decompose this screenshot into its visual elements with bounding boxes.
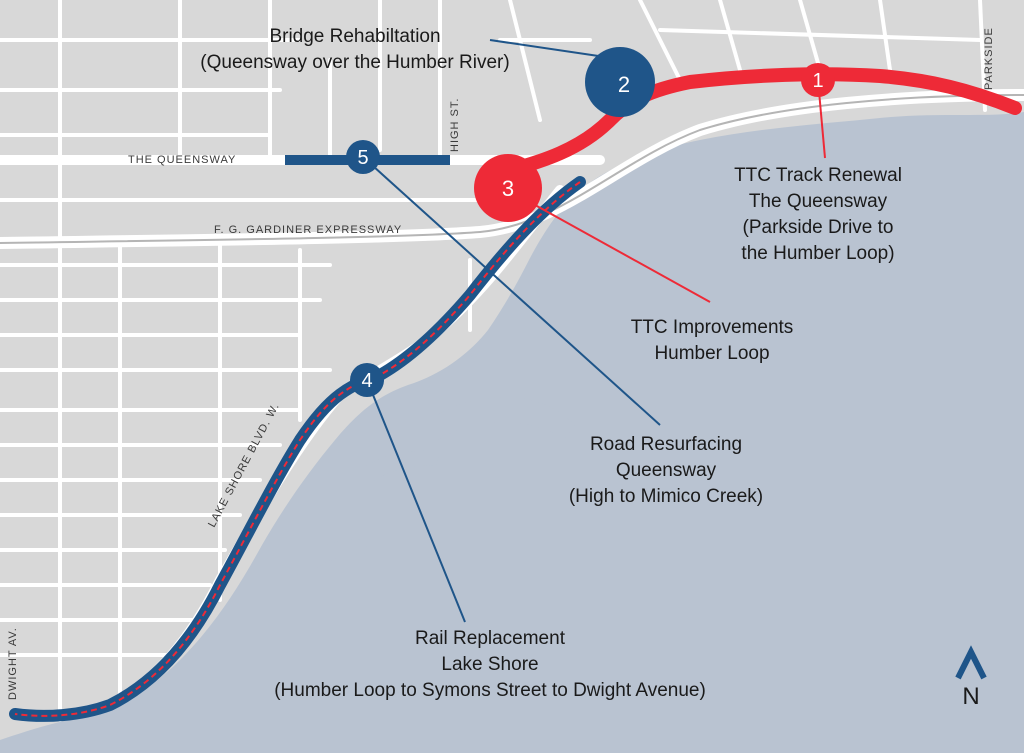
svg-text:4: 4 <box>361 370 372 392</box>
svg-text:TTC Improvements: TTC Improvements <box>631 317 794 338</box>
svg-text:(Parkside Drive to: (Parkside Drive to <box>743 217 894 238</box>
svg-text:Rail Replacement: Rail Replacement <box>415 628 566 649</box>
inlet-water <box>360 450 440 482</box>
street-label-parkside: PARKSIDE <box>983 27 995 90</box>
north-arrow-icon: N <box>955 645 987 710</box>
humber-river <box>522 200 580 306</box>
label-project-4: Rail Replacement Lake Shore (Humber Loop… <box>274 628 706 701</box>
label-project-1: TTC Track Renewal The Queensway (Parksid… <box>734 165 902 264</box>
leader-project-5 <box>362 156 661 426</box>
svg-text:(Queensway over the Humber Riv: (Queensway over the Humber River) <box>200 52 509 73</box>
svg-text:The Queensway: The Queensway <box>749 191 888 212</box>
street-label-dwight: DWIGHT AV. <box>7 627 19 700</box>
svg-text:TTC Track Renewal: TTC Track Renewal <box>734 165 902 186</box>
svg-text:Road Resurfacing: Road Resurfacing <box>590 434 742 455</box>
marker-project-1[interactable]: 1 <box>801 63 835 97</box>
svg-text:(Humber Loop to Symons Street: (Humber Loop to Symons Street to Dwight … <box>274 680 706 701</box>
street-label-high-st: HIGH ST. <box>449 98 461 152</box>
svg-text:5: 5 <box>357 147 368 169</box>
marina-water <box>430 397 575 440</box>
marker-project-5[interactable]: 5 <box>346 140 380 174</box>
svg-text:Bridge Rehabiltation: Bridge Rehabiltation <box>269 26 440 47</box>
leader-project-2 <box>489 39 613 59</box>
svg-text:1: 1 <box>812 70 823 92</box>
svg-text:Lake Shore: Lake Shore <box>441 654 538 675</box>
label-project-5: Road Resurfacing Queensway (High to Mimi… <box>569 434 763 507</box>
street-label-queensway: THE QUEENSWAY <box>128 154 236 166</box>
svg-text:Humber Loop: Humber Loop <box>654 343 769 364</box>
label-project-3: TTC Improvements Humber Loop <box>631 317 794 364</box>
svg-text:2: 2 <box>618 72 630 97</box>
street-grid <box>0 0 987 722</box>
leader-project-4 <box>366 379 466 623</box>
street-label-gardiner: F. G. GARDINER EXPRESSWAY <box>214 224 402 236</box>
leader-lines <box>362 39 826 623</box>
svg-text:(High to Mimico Creek): (High to Mimico Creek) <box>569 486 763 507</box>
project-1-route <box>503 67 1022 177</box>
inlet-water-south <box>300 539 368 572</box>
leader-project-3 <box>507 189 711 303</box>
svg-text:Queensway: Queensway <box>616 460 717 481</box>
svg-text:3: 3 <box>502 176 514 201</box>
marker-project-2[interactable]: 2 <box>585 47 655 117</box>
north-arrow-label: N <box>962 683 979 710</box>
marker-project-4[interactable]: 4 <box>350 363 384 397</box>
svg-text:the Humber Loop): the Humber Loop) <box>741 243 894 264</box>
marker-project-3[interactable]: 3 <box>474 154 542 222</box>
label-project-2: Bridge Rehabiltation (Queensway over the… <box>200 26 509 73</box>
